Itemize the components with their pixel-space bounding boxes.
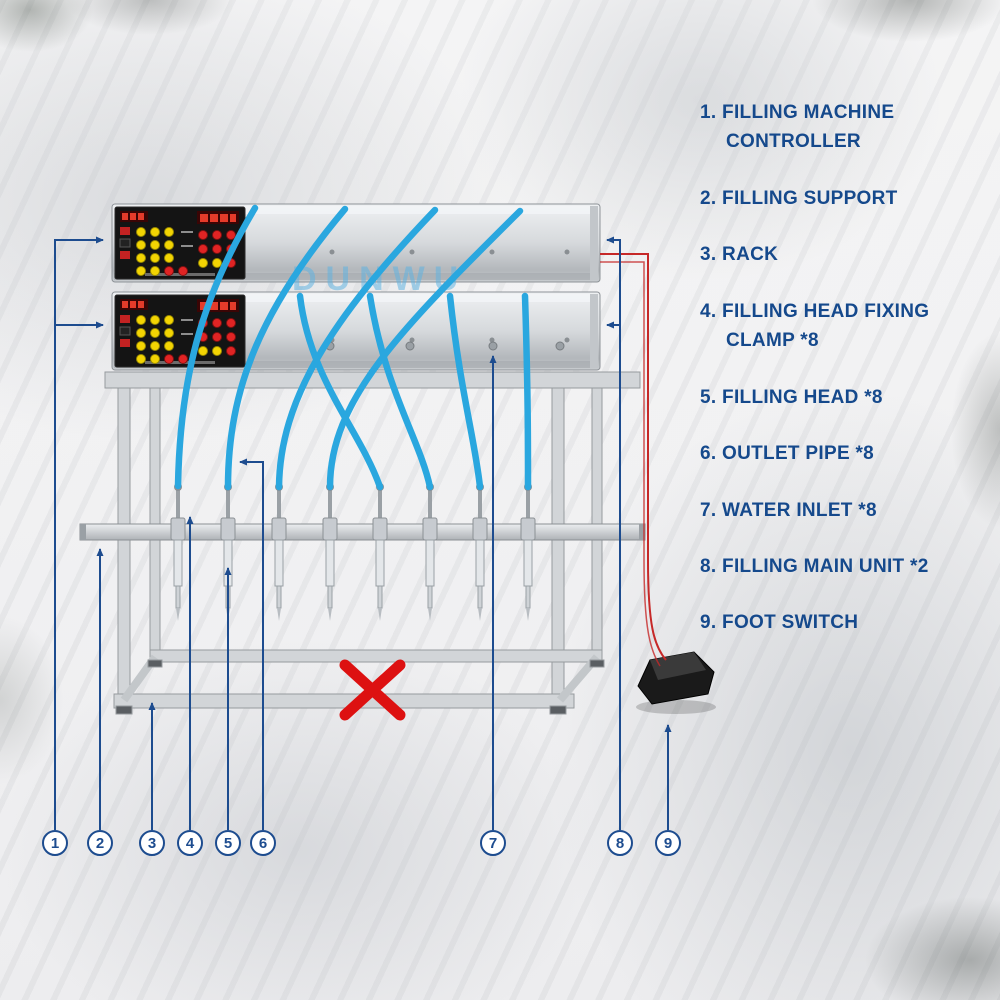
- callout-circle-2: 2: [87, 830, 113, 856]
- filling-head: [520, 482, 536, 622]
- legend-item-number: 9.: [700, 612, 717, 634]
- legend-item-label: RACK: [722, 244, 779, 266]
- callout-circle-6: 6: [250, 830, 276, 856]
- foot-switch: [636, 651, 716, 714]
- callout-lines: [54, 236, 672, 830]
- legend-item-label: OUTLET PIPE *8: [722, 443, 875, 465]
- legend-item-label: WATER INLET *8: [722, 499, 877, 521]
- filling-heads: [170, 482, 536, 622]
- filling-head: [322, 482, 338, 622]
- callout-circle-7: 7: [480, 830, 506, 856]
- legend-item: 5. FILLING HEAD *8: [700, 383, 945, 412]
- filling-machine-controller-2: [114, 294, 246, 368]
- legend-item-label: FILLING HEAD FIXING CLAMP *8: [722, 300, 930, 352]
- outlet-pipe: [326, 207, 524, 491]
- legend-item-label: FOOT SWITCH: [722, 612, 859, 634]
- outlet-pipe: [296, 292, 384, 491]
- filling-head: [372, 482, 388, 622]
- legend-item: 6. OUTLET PIPE *8: [700, 439, 945, 468]
- callout-line-8: [606, 236, 621, 830]
- callout-circle-5: 5: [215, 830, 241, 856]
- callout-circle-9: 9: [655, 830, 681, 856]
- callout-circle-3: 3: [139, 830, 165, 856]
- outlet-pipe: [446, 292, 484, 491]
- outlet-pipe: [174, 204, 259, 490]
- legend-item-number: 3.: [700, 244, 717, 266]
- outlet-pipe: [521, 292, 532, 491]
- legend: 1. FILLING MACHINE CONTROLLER 2. FILLING…: [700, 98, 945, 665]
- foot-switch-wires: [600, 253, 667, 667]
- legend-list: 1. FILLING MACHINE CONTROLLER 2. FILLING…: [700, 98, 945, 638]
- callout-circle-8: 8: [607, 830, 633, 856]
- legend-item: 1. FILLING MACHINE CONTROLLER: [700, 98, 945, 157]
- legend-item: 9. FOOT SWITCH: [700, 608, 945, 637]
- callout-circle-1: 1: [42, 830, 68, 856]
- legend-item: 8. FILLING MAIN UNIT *2: [700, 552, 945, 581]
- filling-support-bar: [79, 523, 646, 541]
- legend-item-number: 5.: [700, 386, 717, 408]
- filling-head: [271, 482, 287, 622]
- legend-item: 3. RACK: [700, 240, 945, 269]
- filling-head: [472, 482, 488, 622]
- legend-item-number: 6.: [700, 443, 717, 465]
- callout-line-6: [239, 458, 264, 830]
- legend-item-number: 4.: [700, 300, 717, 322]
- callout-circle-4: 4: [177, 830, 203, 856]
- legend-item-number: 2.: [700, 187, 717, 209]
- rack-frame: [104, 371, 641, 715]
- outlet-pipe: [224, 205, 349, 491]
- red-x-mark: [339, 659, 406, 721]
- legend-item-label: FILLING MAIN UNIT *2: [722, 555, 929, 577]
- legend-item-number: 7.: [700, 499, 717, 521]
- legend-item-label: FILLING SUPPORT: [722, 187, 898, 209]
- legend-item-number: 8.: [700, 555, 717, 577]
- legend-item: 4. FILLING HEAD FIXING CLAMP *8: [700, 297, 945, 356]
- legend-item-number: 1.: [700, 102, 717, 123]
- legend-item: 2. FILLING SUPPORT: [700, 184, 945, 213]
- legend-item-label: FILLING MACHINE CONTROLLER: [722, 102, 895, 153]
- outlet-pipes: [174, 204, 532, 491]
- outlet-pipe: [366, 292, 434, 491]
- legend-item-label: FILLING HEAD *8: [722, 386, 883, 408]
- legend-item: 7. WATER INLET *8: [700, 496, 945, 525]
- filling-head: [170, 482, 186, 622]
- filling-head: [422, 482, 438, 622]
- callout-line-1: [54, 236, 104, 830]
